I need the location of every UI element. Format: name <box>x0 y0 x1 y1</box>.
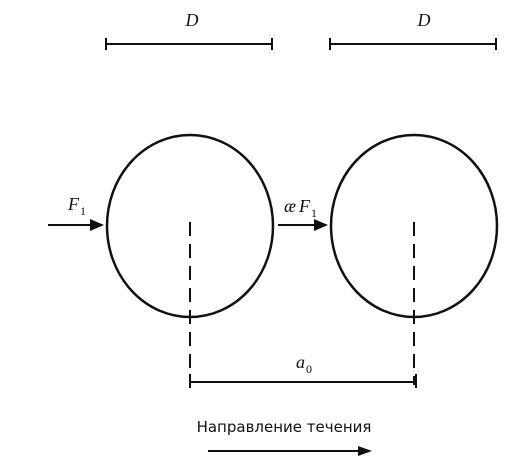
diameter-label-right: D <box>417 10 431 30</box>
flow-direction-arrowhead <box>358 446 372 456</box>
flow-direction-arrow <box>208 446 372 456</box>
diameter-dimension-right: D <box>329 10 497 50</box>
diameter-dimension-left: D <box>105 10 273 50</box>
incoming-force-arrowhead <box>90 219 104 231</box>
incoming-force-arrow: F1 <box>48 194 104 231</box>
flow-direction-caption: Направление течения <box>197 418 372 436</box>
spacing-dimension: a0 <box>189 352 417 388</box>
transmitted-force-arrowhead <box>314 219 328 231</box>
spacing-label: a0 <box>296 352 312 376</box>
incoming-force-label: F1 <box>67 194 86 218</box>
diameter-label-left: D <box>185 10 199 30</box>
